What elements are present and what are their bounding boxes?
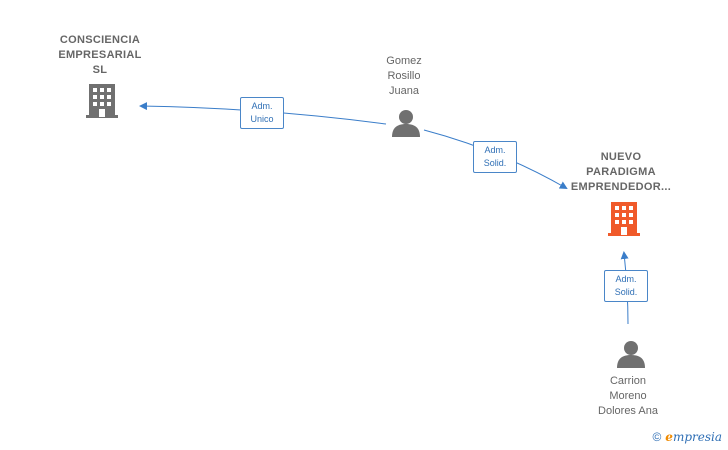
edge-label-adm-solid-carrion[interactable]: Adm. Solid. bbox=[604, 270, 648, 302]
copyright-icon: © bbox=[652, 430, 662, 444]
node-label-gomez[interactable]: Gomez Rosillo Juana bbox=[386, 55, 422, 97]
edge-label-adm-solid-gomez[interactable]: Adm. Solid. bbox=[473, 141, 517, 173]
person-icon[interactable] bbox=[615, 339, 647, 369]
node-label-nuevo[interactable]: NUEVO PARADIGMA EMPRENDEDOR... bbox=[570, 151, 672, 193]
building-icon[interactable] bbox=[607, 201, 641, 237]
person-icon[interactable] bbox=[390, 108, 422, 138]
brand-logo: empresia bbox=[665, 430, 722, 444]
node-label-carrion[interactable]: Carrion Moreno Dolores Ana bbox=[598, 375, 658, 417]
building-icon[interactable] bbox=[85, 83, 119, 119]
node-label-consciencia[interactable]: CONSCIENCIA EMPRESARIAL SL bbox=[58, 34, 142, 76]
footer-brand[interactable]: © empresia bbox=[652, 430, 722, 444]
edge-label-adm-unico[interactable]: Adm. Unico bbox=[240, 97, 284, 129]
